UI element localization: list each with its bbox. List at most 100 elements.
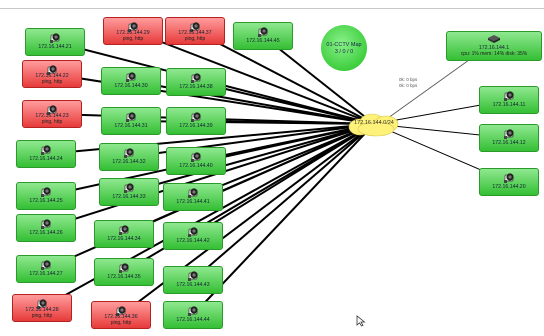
- cctv-camera-icon: [39, 184, 53, 198]
- node-ip: 172.16.144.33: [112, 194, 146, 200]
- node-ip: 172.16.144.32: [112, 159, 146, 165]
- link-line: [45, 123, 375, 229]
- top-divider: [0, 8, 544, 9]
- node-status-text: ping, http: [110, 320, 132, 326]
- node-ip: 172.16.144.12: [492, 140, 526, 146]
- link-line: [123, 123, 375, 273]
- submap-name: 01-CCTV Map: [326, 42, 362, 48]
- camera-node[interactable]: 172.16.144.45: [233, 22, 293, 50]
- camera-node[interactable]: 172.16.144.25: [16, 182, 76, 210]
- cctv-camera-icon: [188, 19, 202, 33]
- node-ip: 172.16.144.34: [107, 236, 141, 242]
- node-status-text: ping, http: [184, 36, 206, 42]
- node-ip: 172.16.144.27: [29, 271, 63, 277]
- node-ip: 172.16.144.31: [114, 123, 148, 129]
- camera-node[interactable]: 172.16.144.39: [166, 107, 226, 135]
- cctv-camera-icon: [45, 62, 59, 76]
- cctv-camera-icon: [186, 185, 200, 199]
- submap-counts: 3 / 0 / 0: [334, 49, 354, 55]
- camera-node[interactable]: 172.16.144.38: [166, 68, 226, 96]
- camera-node[interactable]: 172.16.144.27: [16, 255, 76, 283]
- cctv-camera-icon: [117, 222, 131, 236]
- cctv-camera-icon: [186, 224, 200, 238]
- node-ip: 172.16.144.45: [246, 38, 280, 44]
- camera-node[interactable]: 172.16.144.12: [479, 124, 539, 152]
- node-status-text: ping, http: [41, 119, 63, 125]
- link-tx-label: 0k: 0 bps: [399, 83, 418, 88]
- camera-node[interactable]: 172.16.144.30: [101, 67, 161, 95]
- node-ip: 172.16.144.42: [176, 238, 210, 244]
- cctv-camera-icon: [189, 109, 203, 123]
- node-ip: 172.16.144.43: [176, 282, 210, 288]
- cctv-camera-icon: [39, 257, 53, 271]
- link-line: [132, 30, 375, 125]
- server-icon: [488, 35, 500, 43]
- cctv-camera-icon: [502, 88, 516, 102]
- node-ip: 172.16.144.11: [492, 102, 526, 108]
- link-line: [194, 30, 375, 125]
- node-ip: 172.16.144.30: [114, 83, 148, 89]
- camera-node[interactable]: 172.16.144.43: [163, 266, 223, 294]
- cctv-camera-icon: [502, 170, 516, 184]
- node-ip: 172.16.144.20: [492, 184, 526, 190]
- camera-node[interactable]: 172.16.144.26: [16, 214, 76, 242]
- camera-node[interactable]: 172.16.144.11: [479, 86, 539, 114]
- camera-node[interactable]: 172.16.144.44: [163, 301, 223, 329]
- camera-node[interactable]: 172.16.144.31: [101, 107, 161, 135]
- server-stats: cpu: 1% mem: 14% disk: 35%: [460, 51, 528, 57]
- submap-node[interactable]: 01-CCTV Map 3 / 0 / 0: [321, 25, 367, 71]
- cctv-camera-icon: [189, 149, 203, 163]
- cctv-camera-icon: [39, 216, 53, 230]
- cctv-camera-icon: [186, 303, 200, 317]
- node-ip: 172.16.144.28: [25, 307, 59, 313]
- camera-node[interactable]: 172.16.144.24: [16, 140, 76, 168]
- camera-node[interactable]: 172.16.144.41: [163, 183, 223, 211]
- node-status-text: ping, http: [122, 36, 144, 42]
- node-ip: 172.16.144.22: [35, 73, 69, 79]
- camera-node[interactable]: 172.16.144.40: [166, 147, 226, 175]
- node-ip: 172.16.144.23: [35, 113, 69, 119]
- cctv-camera-icon: [124, 109, 138, 123]
- camera-node[interactable]: 172.16.144.32: [99, 143, 159, 171]
- network-cloud[interactable]: 172.16.144.0/24: [346, 112, 402, 138]
- node-ip: 172.16.144.24: [29, 156, 63, 162]
- camera-node[interactable]: 172.16.144.42: [163, 222, 223, 250]
- camera-node[interactable]: 172.16.144.35: [94, 258, 154, 286]
- link-rx-label: 0k: 0 bps: [399, 77, 418, 82]
- link-line: [192, 123, 375, 281]
- node-ip: 172.16.144.37: [178, 30, 212, 36]
- link-line: [192, 123, 375, 316]
- network-label: 172.16.144.0/24: [354, 120, 394, 126]
- node-ip: 172.16.144.44: [176, 317, 210, 323]
- cctv-camera-icon: [45, 102, 59, 116]
- node-ip: 172.16.144.36: [104, 314, 138, 320]
- node-ip: 172.16.144.41: [176, 199, 210, 205]
- node-status-text: ping, http: [31, 313, 53, 319]
- node-ip: 172.16.144.38: [179, 84, 213, 90]
- server-ip: 172.16.144.1: [478, 45, 510, 51]
- camera-node[interactable]: 172.16.144.20: [479, 168, 539, 196]
- server-node[interactable]: 172.16.144.1 cpu: 1% mem: 14% disk: 35%: [446, 31, 542, 61]
- cctv-camera-icon: [48, 30, 62, 44]
- node-ip: 172.16.144.21: [38, 44, 72, 50]
- node-status-text: ping, http: [41, 79, 63, 85]
- camera-node[interactable]: 172.16.144.33: [99, 178, 159, 206]
- cctv-camera-icon: [122, 145, 136, 159]
- link-line: [192, 123, 375, 198]
- camera-node[interactable]: 172.16.144.34: [94, 220, 154, 248]
- link-line: [128, 123, 375, 193]
- cctv-camera-icon: [114, 303, 128, 317]
- camera-node[interactable]: 172.16.144.21: [25, 28, 85, 56]
- node-ip: 172.16.144.35: [107, 274, 141, 280]
- cloud-icon: [348, 113, 399, 137]
- cctv-camera-icon: [35, 296, 49, 310]
- cctv-camera-icon: [124, 69, 138, 83]
- node-ip: 172.16.144.26: [29, 230, 63, 236]
- link-line: [262, 35, 375, 125]
